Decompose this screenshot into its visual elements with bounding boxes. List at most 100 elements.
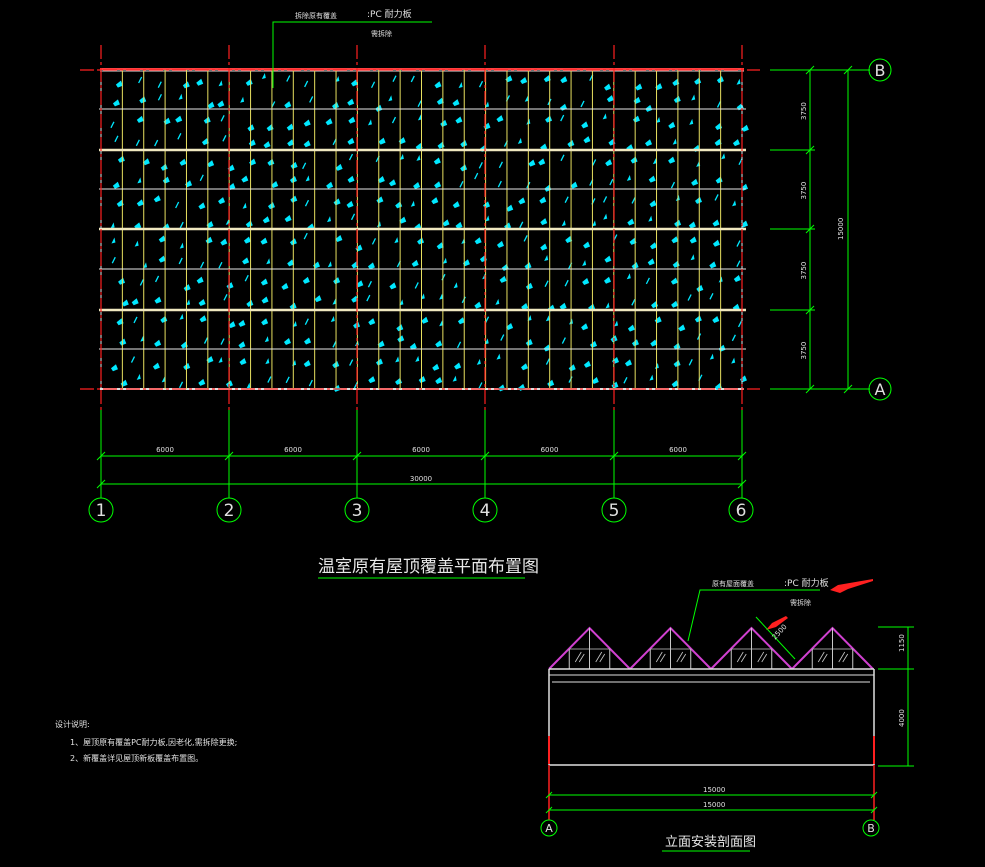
- hatch-mark: [431, 197, 439, 205]
- hatch-mark: [179, 313, 184, 320]
- hatch-mark: [413, 182, 421, 190]
- hatch-mark: [347, 175, 355, 183]
- hatch-mark: [561, 220, 566, 227]
- row-dim-tick: [805, 224, 815, 234]
- hatch-mark: [347, 137, 355, 145]
- hatch-mark: [218, 80, 223, 87]
- hatch-mark: [303, 119, 311, 127]
- hatch-mark: [397, 335, 405, 343]
- hatch-mark: [652, 158, 657, 165]
- hatch-mark: [154, 296, 162, 304]
- hatch-mark: [370, 81, 376, 89]
- hatch-mark: [333, 198, 341, 206]
- hatch-mark: [110, 121, 115, 129]
- hatch-mark: [314, 295, 322, 303]
- hatch-mark: [304, 80, 309, 88]
- span-dim-text: 6000: [284, 446, 302, 454]
- hatch-mark: [112, 181, 120, 189]
- hatch-mark: [178, 381, 184, 389]
- hatch-mark: [538, 158, 546, 166]
- hatch-mark: [152, 362, 160, 370]
- section-width-text-2: 15000: [703, 801, 725, 809]
- hatch-mark: [367, 280, 372, 288]
- hatch-mark: [709, 261, 717, 269]
- hatch-mark: [302, 162, 307, 170]
- hatch-mark: [591, 376, 599, 384]
- hatch-mark: [246, 299, 254, 307]
- hatch-mark: [583, 360, 591, 368]
- hatch-mark: [517, 137, 522, 144]
- hatch-mark: [266, 124, 274, 132]
- hatch-mark: [561, 337, 566, 344]
- hatch-mark: [606, 95, 614, 103]
- hatch-mark: [671, 236, 679, 244]
- hatch-mark: [223, 294, 228, 301]
- hatch-mark: [627, 324, 635, 332]
- hatch-mark: [281, 282, 289, 290]
- hatch-mark: [602, 113, 607, 120]
- hatch-mark: [602, 196, 608, 203]
- hatch-mark: [389, 282, 397, 290]
- hatch-mark: [111, 237, 116, 244]
- hatch-mark: [283, 338, 291, 346]
- hatch-mark: [284, 101, 292, 109]
- plan-callout-text-a: 拆除原有覆盖: [295, 11, 337, 20]
- hatch-mark: [179, 242, 184, 249]
- hatch-mark: [650, 339, 658, 347]
- hatch-mark: [689, 118, 694, 125]
- hatch-mark: [263, 141, 271, 149]
- truss-glyph: [817, 651, 825, 663]
- hatch-mark: [452, 375, 457, 382]
- axis-bubble-3: [344, 497, 370, 523]
- hatch-mark: [668, 121, 676, 129]
- hatch-mark: [474, 301, 482, 309]
- hatch-mark: [196, 276, 204, 284]
- hatch-mark: [738, 158, 743, 166]
- hatch-mark: [238, 341, 246, 349]
- hatch-mark: [409, 342, 417, 350]
- hatch-mark: [736, 240, 741, 247]
- hatch-mark: [243, 236, 251, 244]
- hatch-mark: [457, 317, 465, 325]
- hatch-mark: [694, 315, 702, 323]
- hatch-mark: [654, 316, 662, 324]
- hatch-mark: [678, 324, 686, 332]
- hatch-mark: [203, 116, 211, 124]
- hatch-mark: [544, 255, 549, 262]
- hatch-mark: [435, 340, 443, 348]
- hatch-mark: [540, 143, 548, 151]
- hatch-mark: [308, 379, 313, 387]
- hatch-mark: [560, 76, 568, 84]
- hatch-mark: [120, 379, 128, 387]
- hatch-mark: [139, 279, 144, 286]
- hatch-mark: [240, 96, 245, 103]
- hatch-mark: [435, 376, 443, 384]
- hatch-mark: [564, 196, 569, 203]
- hatch-mark: [200, 261, 205, 269]
- hatch-mark: [539, 196, 547, 204]
- hatch-mark: [228, 321, 236, 329]
- hatch-mark: [287, 139, 295, 147]
- hatch-mark: [332, 298, 337, 305]
- hatch-mark: [261, 296, 269, 304]
- truss-glyph: [842, 653, 849, 663]
- hatch-mark: [671, 380, 679, 388]
- hatch-mark: [523, 235, 528, 242]
- axis-bubble-B: [868, 58, 892, 82]
- hatch-mark: [645, 277, 650, 285]
- hatch-mark: [433, 157, 441, 165]
- hatch-mark: [506, 204, 514, 212]
- hatch-mark: [367, 262, 375, 270]
- hatch-mark: [560, 154, 565, 162]
- hatch-mark: [303, 232, 308, 240]
- section-callout-leader: [687, 589, 820, 642]
- section-view: 原有屋面覆盖 :PC 耐力板 需拆除 2500 1150 4000: [540, 577, 914, 852]
- hatch-mark: [498, 161, 503, 169]
- hatch-mark: [348, 153, 354, 161]
- hatch-mark: [721, 153, 726, 160]
- hatch-mark: [331, 102, 339, 110]
- hatch-mark: [261, 318, 269, 326]
- hatch-mark: [647, 258, 655, 266]
- hatch-mark: [366, 294, 371, 302]
- hatch-mark: [485, 215, 490, 222]
